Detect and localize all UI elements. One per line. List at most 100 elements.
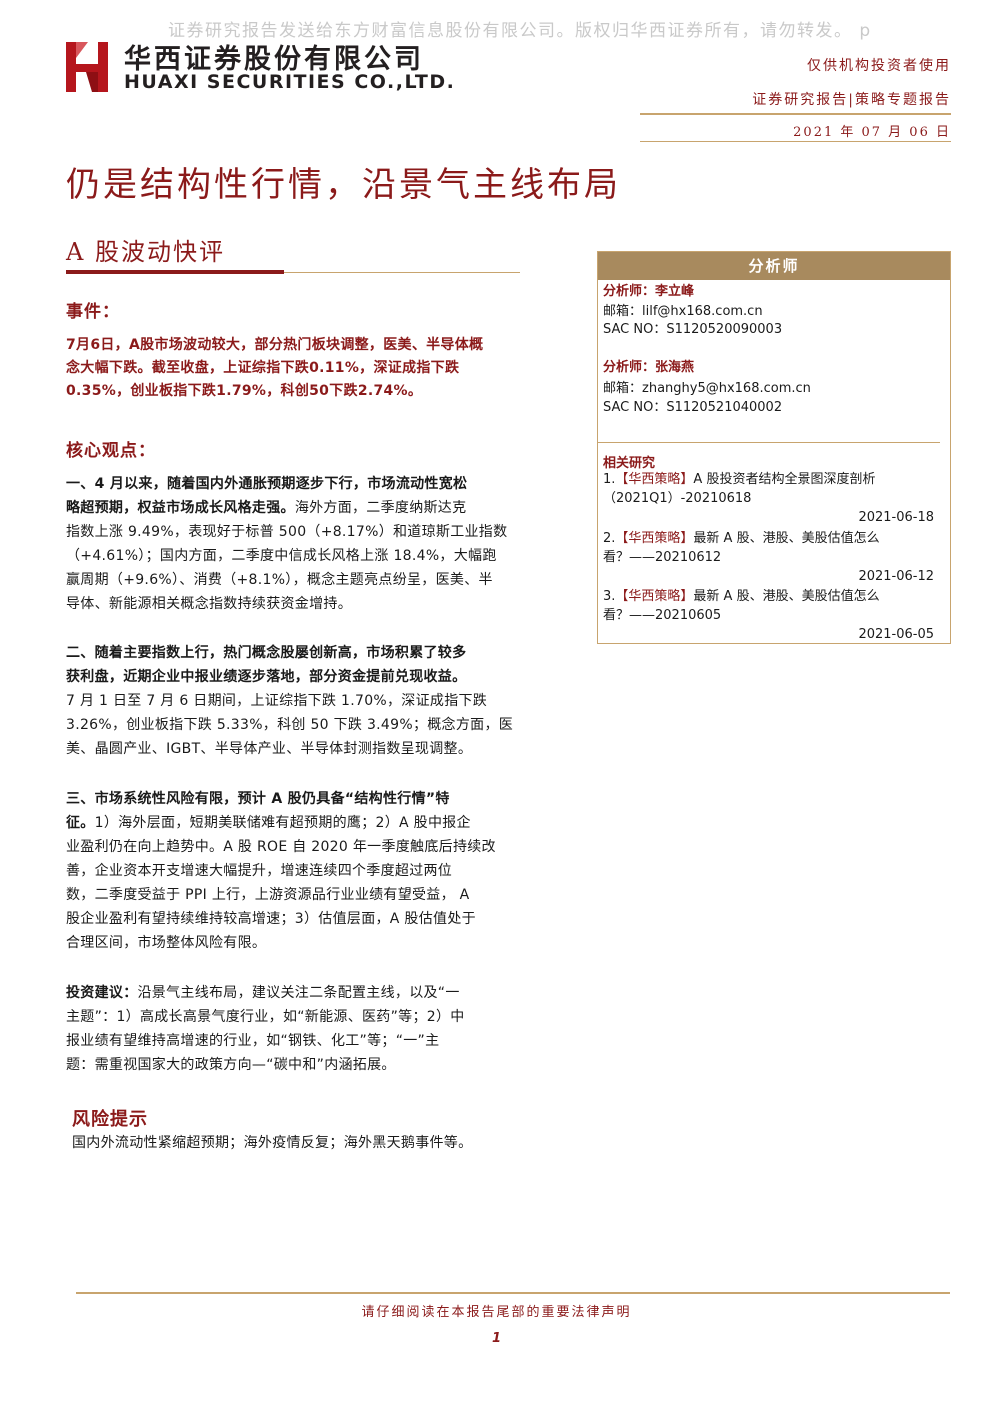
related-line: 3.【华西策略】最新 A 股、港股、美股估值怎么 xyxy=(603,587,933,606)
bold-lead: 略超预期，权益市场成长风格走强。 xyxy=(66,500,295,516)
paragraph-line: 合理区间，市场整体风险有限。 xyxy=(66,931,568,955)
core-heading: 核心观点： xyxy=(66,441,156,461)
paragraph-line: 善，企业资本开支增速大幅提升，增速连续四个季度超过两位 xyxy=(66,859,568,883)
line-text: 导体、新能源相关概念指数持续获资金增持。 xyxy=(66,596,352,612)
line-text: 题：需重视国家大的政策方向—“碳中和”内涵拓展。 xyxy=(66,1057,396,1073)
event-line: 念大幅下跌。截至收盘，上证综指下跌0.11%，深证成指下跌 xyxy=(66,360,460,376)
report-title: 仍是结构性行情，沿景气主线布局 xyxy=(66,165,621,205)
report-date: 2021 年 07 月 06 日 xyxy=(793,125,951,140)
related-date: 2021-06-05 xyxy=(858,627,934,642)
bold-lead: 三、市场系统性风险有限，预计 A 股仍具备“结构性行情”特 xyxy=(66,791,450,807)
paragraph-line: （+4.61%）；国内方面，二季度中信成长风格上涨 18.4%，大幅跑 xyxy=(66,544,568,568)
risk-heading: 风险提示 xyxy=(72,1109,148,1130)
related-line: 2.【华西策略】最新 A 股、港股、美股估值怎么 xyxy=(603,529,933,548)
line-text: 美、晶圆产业、IGBT、半导体产业、半导体封测指数呈现调整。 xyxy=(66,741,473,757)
line-text: 海外方面，二季度纳斯达克 xyxy=(294,500,467,516)
event-line: 0.35%，创业板指下跌1.79%，科创50下跌2.74%。 xyxy=(66,383,423,399)
related-title: 最新 A 股、港股、美股估值怎么 xyxy=(693,531,880,546)
paragraph-line: 3.26%，创业板指下跌 5.33%，科创 50 下跌 3.49%；概念方面，医 xyxy=(66,713,568,737)
analyst-email[interactable]: 邮箱：lilf@hx168.com.cn xyxy=(603,304,763,319)
line-text: 指数上涨 9.49%，表现好于标普 500（+8.17%）和道琼斯工业指数 xyxy=(66,524,508,540)
date-divider xyxy=(640,141,951,142)
company-name-en: HUAXI SECURITIES CO.,LTD. xyxy=(124,71,456,93)
related-line: 看？——20210605 xyxy=(603,608,722,623)
risk-text: 国内外流动性紧缩超预期；海外疫情反复；海外黑天鹅事件等。 xyxy=(72,1135,473,1151)
related-tag: 【华西策略】 xyxy=(615,589,694,604)
analyst-sac: SAC NO：S1120521040002 xyxy=(603,400,783,415)
related-tag: 【华西策略】 xyxy=(615,472,694,487)
related-date: 2021-06-18 xyxy=(858,510,934,525)
related-line: 看？——20210612 xyxy=(603,550,722,565)
investment-advice: 投资建议：沿景气主线布局，建议关注二条配置主线，以及“一 主题”：1）高成长高景… xyxy=(66,981,568,1077)
paragraph-line: 美、晶圆产业、IGBT、半导体产业、半导体封测指数呈现调整。 xyxy=(66,737,568,761)
related-title: A 股投资者结构全景图深度剖析 xyxy=(693,472,876,487)
bold-lead: 征。 xyxy=(66,815,95,831)
paragraph-line: 股企业盈利有望持续维持较高增速；3）估值层面，A 股估值处于 xyxy=(66,907,568,931)
line-text: 主题”：1）高成长高景气度行业，如“新能源、医药”等；2）中 xyxy=(66,1009,465,1025)
related-research-item[interactable]: 1.【华西策略】A 股投资者结构全景图深度剖析 （2021Q1）-2021061… xyxy=(603,470,933,508)
related-num: 2. xyxy=(603,531,616,546)
paragraph-line: 赢周期（+9.6%）、消费（+8.1%），概念主题亮点纷呈，医美、半 xyxy=(66,568,568,592)
legal-notice: 请仔细阅读在本报告尾部的重要法律声明 xyxy=(361,1305,632,1320)
line-text: 1）海外层面，短期美联储难有超预期的鹰；2）A 股中报企 xyxy=(94,815,471,831)
analyst-sac: SAC NO：S1120520090003 xyxy=(603,322,783,337)
core-paragraph-3: 三、市场系统性风险有限，预计 A 股仍具备“结构性行情”特 征。1）海外层面，短… xyxy=(66,787,568,955)
company-name-cn: 华西证券股份有限公司 xyxy=(124,44,424,75)
paragraph-line: 题：需重视国家大的政策方向—“碳中和”内涵拓展。 xyxy=(66,1053,568,1077)
related-research-heading: 相关研究 xyxy=(603,456,656,471)
page-number: 1 xyxy=(491,1331,502,1346)
core-paragraph-1: 一、4 月以来，随着国内外通胀预期逐步下行，市场流动性宽松 略超预期，权益市场成… xyxy=(66,472,568,616)
line-text: 7 月 1 日至 7 月 6 日期间，上证综指下跌 1.70%，深证成指下跌 xyxy=(66,693,488,709)
paragraph-line: 导体、新能源相关概念指数持续获资金增持。 xyxy=(66,592,568,616)
paragraph-line: 征。1）海外层面，短期美联储难有超预期的鹰；2）A 股中报企 xyxy=(66,811,568,835)
watermark-text: 证券研究报告发送给东方财富信息股份有限公司。版权归华西证券所有，请勿转发。 p xyxy=(168,21,872,41)
paragraph-line: 略超预期，权益市场成长风格走强。海外方面，二季度纳斯达克 xyxy=(66,496,568,520)
paragraph-line: 一、4 月以来，随着国内外通胀预期逐步下行，市场流动性宽松 xyxy=(66,472,568,496)
subtitle-underline-bold xyxy=(66,270,284,274)
event-heading: 事件： xyxy=(66,302,120,322)
huaxi-logo-icon xyxy=(66,42,108,92)
line-text: （+4.61%）；国内方面，二季度中信成长风格上涨 18.4%，大幅跑 xyxy=(66,548,497,564)
line-text: 赢周期（+9.6%）、消费（+8.1%），概念主题亮点纷呈，医美、半 xyxy=(66,572,493,588)
bold-lead: 投资建议： xyxy=(66,985,138,1001)
paragraph-line: 报业绩有望维持高增速的行业，如“钢铁、化工”等；“一”主 xyxy=(66,1029,568,1053)
footer-divider xyxy=(76,1292,950,1294)
audience-label: 仅供机构投资者使用 xyxy=(807,58,951,74)
line-text: 业盈利仍在向上趋势中。A 股 ROE 自 2020 年一季度触底后持续改 xyxy=(66,839,496,855)
event-line: 7月6日，A股市场波动较大，部分热门板块调整，医美、半导体概 xyxy=(66,337,484,353)
report-subtitle: A 股波动快评 xyxy=(66,238,225,266)
bold-lead: 获利盘，近期企业中报业绩逐步落地，部分资金提前兑现收益。 xyxy=(66,669,467,685)
paragraph-line: 获利盘，近期企业中报业绩逐步落地，部分资金提前兑现收益。 xyxy=(66,665,568,689)
paragraph-line: 业盈利仍在向上趋势中。A 股 ROE 自 2020 年一季度触底后持续改 xyxy=(66,835,568,859)
report-type-label: 证券研究报告|策略专题报告 xyxy=(752,92,951,108)
related-title: 最新 A 股、港股、美股估值怎么 xyxy=(693,589,880,604)
sidebar-divider xyxy=(598,442,940,443)
subtitle-underline-thin xyxy=(284,272,520,273)
bold-lead: 二、随着主要指数上行，热门概念股屡创新高，市场积累了较多 xyxy=(66,645,467,661)
line-text: 合理区间，市场整体风险有限。 xyxy=(66,935,267,951)
related-line: （2021Q1）-20210618 xyxy=(603,491,752,506)
paragraph-line: 三、市场系统性风险有限，预计 A 股仍具备“结构性行情”特 xyxy=(66,787,568,811)
line-text: 数，二季度受益于 PPI 上行，上游资源品行业业绩有望受益， A xyxy=(66,887,470,903)
related-date: 2021-06-12 xyxy=(858,569,934,584)
related-num: 3. xyxy=(603,589,616,604)
related-tag: 【华西策略】 xyxy=(615,531,694,546)
event-body: 7月6日，A股市场波动较大，部分热门板块调整，医美、半导体概 念大幅下跌。截至收… xyxy=(66,334,568,403)
bold-lead: 一、4 月以来，随着国内外通胀预期逐步下行，市场流动性宽松 xyxy=(66,476,468,492)
line-text: 3.26%，创业板指下跌 5.33%，科创 50 下跌 3.49%；概念方面，医 xyxy=(66,717,514,733)
paragraph-line: 数，二季度受益于 PPI 上行，上游资源品行业业绩有望受益， A xyxy=(66,883,568,907)
paragraph-line: 指数上涨 9.49%，表现好于标普 500（+8.17%）和道琼斯工业指数 xyxy=(66,520,568,544)
line-text: 沿景气主线布局，建议关注二条配置主线，以及“一 xyxy=(137,985,460,1001)
related-research-item[interactable]: 3.【华西策略】最新 A 股、港股、美股估值怎么 看？——20210605 xyxy=(603,587,933,625)
line-text: 报业绩有望维持高增速的行业，如“钢铁、化工”等；“一”主 xyxy=(66,1033,440,1049)
paragraph-line: 投资建议：沿景气主线布局，建议关注二条配置主线，以及“一 xyxy=(66,981,568,1005)
sidebar-heading: 分析师 xyxy=(598,252,950,280)
paragraph-line: 主题”：1）高成长高景气度行业，如“新能源、医药”等；2）中 xyxy=(66,1005,568,1029)
paragraph-line: 二、随着主要指数上行，热门概念股屡创新高，市场积累了较多 xyxy=(66,641,568,665)
line-text: 股企业盈利有望持续维持较高增速；3）估值层面，A 股估值处于 xyxy=(66,911,476,927)
related-research-item[interactable]: 2.【华西策略】最新 A 股、港股、美股估值怎么 看？——20210612 xyxy=(603,529,933,567)
paragraph-line: 7 月 1 日至 7 月 6 日期间，上证综指下跌 1.70%，深证成指下跌 xyxy=(66,689,568,713)
analyst-name: 分析师：张海燕 xyxy=(603,360,695,375)
header-divider xyxy=(640,113,951,115)
analyst-email[interactable]: 邮箱：zhanghy5@hx168.com.cn xyxy=(603,381,811,396)
